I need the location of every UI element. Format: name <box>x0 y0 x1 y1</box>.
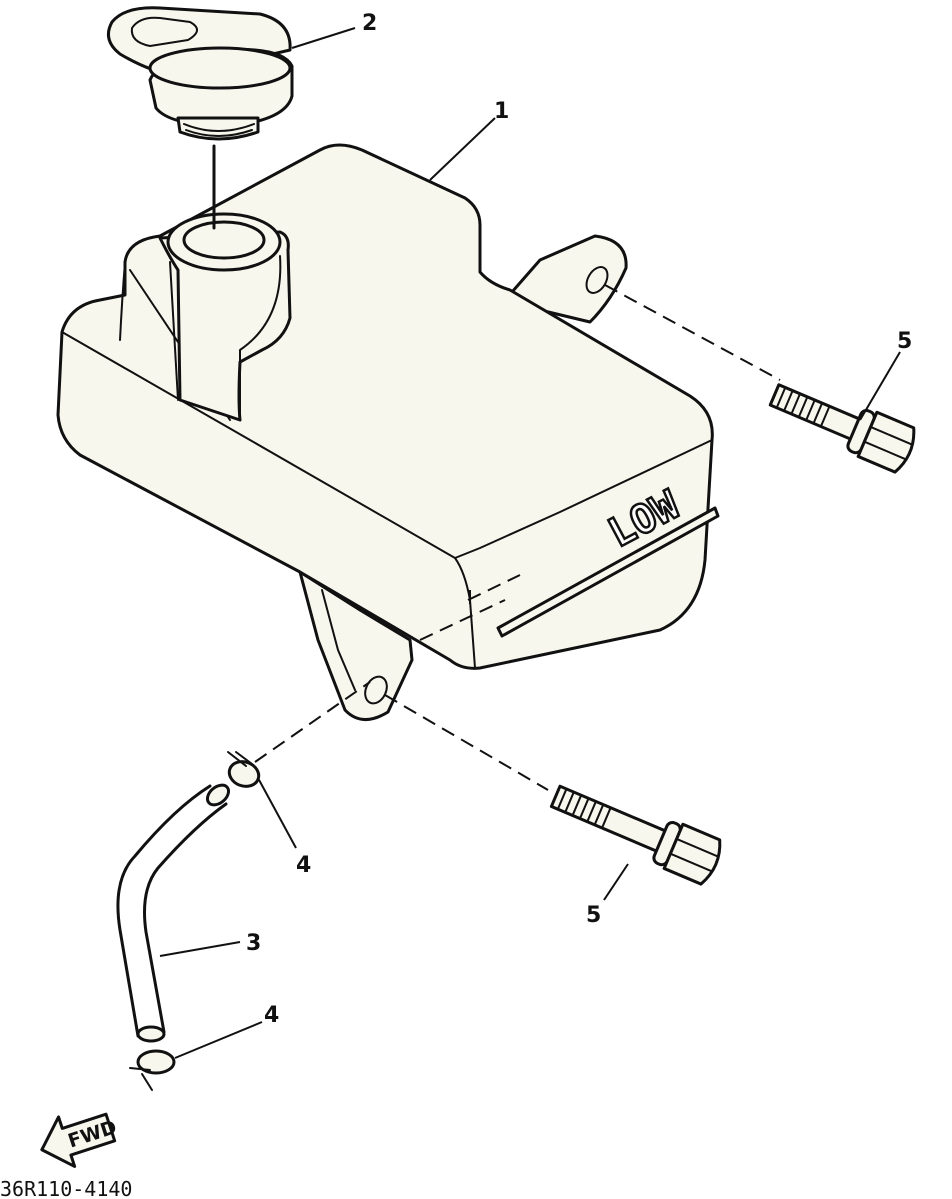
hose <box>116 783 231 1043</box>
callout-5-upper: 5 <box>897 329 912 354</box>
callout-2: 2 <box>362 11 377 36</box>
drawing-code: 36R110-4140 <box>0 1177 132 1199</box>
forward-arrow-icon: FWD <box>40 1112 119 1168</box>
callout-3: 3 <box>246 931 261 956</box>
bolt-upper <box>768 383 916 474</box>
lower-bolt-centerline <box>384 694 549 791</box>
callout-4-lower: 4 <box>264 1003 279 1028</box>
upper-bolt-centerline <box>604 284 781 381</box>
level-line <box>496 506 720 638</box>
reservoir-cap <box>106 6 294 141</box>
clip-upper <box>227 751 261 788</box>
rear-bracket-hole <box>585 266 609 294</box>
clip-lower <box>129 1049 176 1091</box>
callout-5-lower: 5 <box>586 903 601 928</box>
callout-1: 1 <box>494 99 509 124</box>
callout-4-upper: 4 <box>296 853 311 878</box>
bolt-lower <box>549 784 722 886</box>
lower-bracket-hole <box>364 675 388 705</box>
clip-upper-line <box>254 681 371 763</box>
tank-body <box>56 143 714 670</box>
filler-neck <box>158 230 292 422</box>
tank-rear-bracket <box>510 234 628 324</box>
reservoir-tank: LOW <box>56 143 720 721</box>
